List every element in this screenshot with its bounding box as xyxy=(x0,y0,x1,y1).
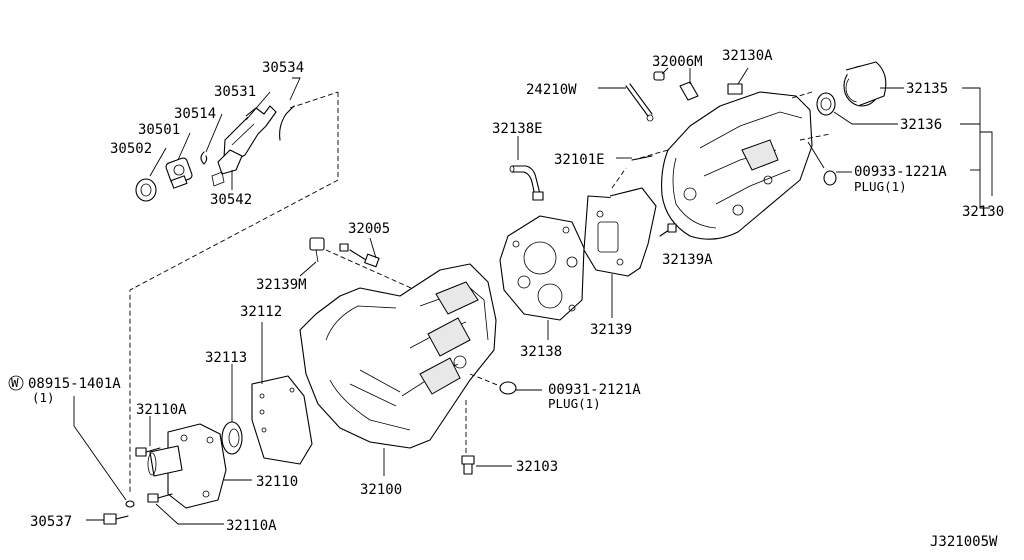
label-plug-b: PLUG(1) xyxy=(548,396,601,411)
part-00931-plug xyxy=(469,373,542,395)
label-32139M: 32139M xyxy=(256,277,307,293)
part-32110A-bolt-upper xyxy=(135,416,161,457)
label-32130A: 32130A xyxy=(722,48,773,64)
label-32006M: 32006M xyxy=(652,54,703,70)
label-30531: 30531 xyxy=(214,84,256,100)
part-32130A-bolt xyxy=(727,67,749,95)
label-32110A-top: 32110A xyxy=(136,402,187,418)
label-32110A-bottom: 32110A xyxy=(226,518,277,534)
label-32139: 32139 xyxy=(590,322,632,338)
part-32139A-bolt xyxy=(659,223,677,237)
label-plug-a: PLUG(1) xyxy=(854,179,907,194)
part-32110-front-cover xyxy=(147,423,252,509)
label-32136: 32136 xyxy=(900,117,942,133)
diagram-code: J321005W xyxy=(930,534,998,550)
label-08915-qty: (1) xyxy=(32,390,55,405)
label-32138: 32138 xyxy=(520,344,562,360)
label-30534: 30534 xyxy=(262,60,304,76)
label-32135: 32135 xyxy=(906,81,948,97)
label-08915-1401A: 08915-1401A xyxy=(28,376,121,392)
label-30537: 30537 xyxy=(30,514,72,530)
label-32101E: 32101E xyxy=(554,152,605,168)
part-08915-washer xyxy=(73,396,135,508)
part-30501-joint xyxy=(165,157,193,189)
part-32110A-bolt-lower xyxy=(147,493,224,525)
label-32110: 32110 xyxy=(256,474,298,490)
part-32100-clutch-housing xyxy=(299,263,497,476)
label-32139A: 32139A xyxy=(662,252,713,268)
part-30537-bolt xyxy=(86,513,129,525)
part-30514-clip xyxy=(200,151,208,165)
part-32135-seal xyxy=(843,61,904,107)
part-30534-pin xyxy=(279,105,295,141)
part-32103-drain xyxy=(461,400,512,475)
part-32136-bushing xyxy=(816,92,898,125)
part-32138-plate xyxy=(499,215,585,340)
label-32130: 32130 xyxy=(962,204,1004,220)
label-30542: 30542 xyxy=(210,192,252,208)
part-30502-bushing xyxy=(135,178,157,202)
part-32139M-bolt xyxy=(299,237,421,293)
label-32138E: 32138E xyxy=(492,121,543,137)
part-32101E-pin xyxy=(616,155,653,161)
part-24210W-clip xyxy=(598,83,654,122)
svg-text:W: W xyxy=(11,375,19,390)
label-30514: 30514 xyxy=(174,106,216,122)
label-32113: 32113 xyxy=(205,350,247,366)
part-00933-plug xyxy=(807,141,852,186)
label-00931-2121A: 00931-2121A xyxy=(548,382,641,398)
label-32112: 32112 xyxy=(240,304,282,320)
part-32130-extension-housing xyxy=(639,91,831,240)
shift-fork-group xyxy=(129,77,339,492)
part-32113-seal xyxy=(221,364,243,455)
label-30502: 30502 xyxy=(110,141,152,157)
part-30531-fork xyxy=(211,105,277,187)
label-30501: 30501 xyxy=(138,122,180,138)
label-24210W: 24210W xyxy=(526,82,577,98)
label-32005: 32005 xyxy=(348,221,390,237)
label-32100: 32100 xyxy=(360,482,402,498)
part-32005-switch xyxy=(339,237,380,268)
part-32112-gasket xyxy=(251,322,313,465)
part-32138E-tube xyxy=(509,136,544,201)
part-32006M-sensor xyxy=(653,67,699,101)
label-00933-1221A: 00933-1221A xyxy=(854,164,947,180)
part-32139-adapter xyxy=(583,167,657,318)
label-32103: 32103 xyxy=(516,459,558,475)
washer-symbol: W xyxy=(8,375,24,391)
